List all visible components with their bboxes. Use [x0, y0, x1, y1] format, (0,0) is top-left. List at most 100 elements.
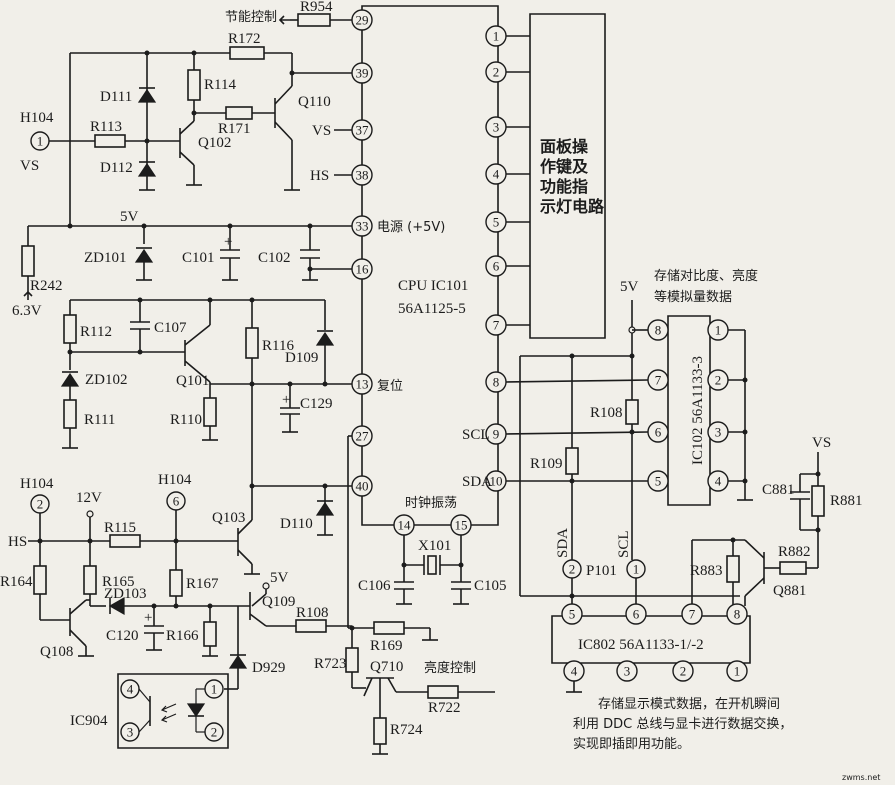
cpu-pin-38: 38: [356, 168, 369, 183]
ic802-label: IC802 56A1133-1/-2: [578, 637, 704, 653]
resistor-r112: [63, 314, 77, 344]
ic102-pin-7: 7: [655, 373, 662, 388]
r723-label: R723: [314, 656, 347, 672]
h104-label-a: H104: [20, 476, 54, 492]
brightness-label: 亮度控制: [424, 660, 476, 676]
resistor-r113: [94, 134, 126, 148]
sda-label: SDA: [462, 474, 492, 490]
c881-label: C881: [762, 482, 795, 498]
ic102-pin-2: 2: [715, 373, 722, 388]
6v3-label: 6.3V: [12, 303, 42, 319]
q108-label: Q108: [40, 644, 73, 660]
resistor-r883: [726, 555, 740, 583]
diode-d929: [228, 654, 248, 669]
cpu-pin-15: 15: [455, 518, 468, 533]
q103-label: Q103: [212, 510, 245, 526]
ic802-pin-7: 7: [689, 607, 696, 622]
x101-label: X101: [418, 538, 451, 554]
r110-label: R110: [170, 412, 202, 428]
resistor-r110: [203, 397, 217, 427]
cpu-title: CPU IC101: [398, 278, 468, 294]
vs-input-label: VS: [20, 158, 39, 174]
ic802-pin-5: 5: [569, 607, 576, 622]
r882-label: R882: [778, 544, 811, 560]
cpu-pin-3: 3: [493, 120, 500, 135]
resistor-r165: [83, 565, 97, 595]
eeprom-5v-label: 5V: [620, 279, 639, 295]
resistor-r114: [187, 69, 201, 101]
ic102-pin-3: 3: [715, 425, 722, 440]
zener-zd102: [60, 372, 80, 387]
panel-label-line3: 功能指: [540, 177, 588, 196]
resistor-r724: [373, 717, 387, 745]
zd102-label: ZD102: [85, 372, 128, 388]
r164-label: R164: [0, 574, 33, 590]
ic904-pin-2: 2: [211, 725, 218, 740]
r724-label: R724: [390, 722, 423, 738]
5v-q109-label: 5V: [270, 570, 289, 586]
zd101-label: ZD101: [84, 250, 127, 266]
r166-label: R166: [166, 628, 199, 644]
svg-text:6: 6: [173, 494, 180, 509]
resistor-r108: [295, 619, 327, 633]
vs-pin-label: VS: [312, 123, 331, 139]
p101-label: P101: [586, 563, 617, 579]
h104-label-top: H104: [20, 110, 54, 126]
r108-pullup-label: R108: [590, 405, 623, 421]
c129-label: C129: [300, 396, 333, 412]
ic802-pin-4: 4: [571, 664, 578, 679]
panel-label-line1: 面板操: [540, 137, 589, 156]
r115-label: R115: [104, 520, 136, 536]
diode-d112: [137, 162, 157, 177]
resistor-r722: [427, 685, 459, 699]
r114-label: R114: [204, 77, 236, 93]
cpu-pin-2: 2: [493, 65, 500, 80]
svg-text:2: 2: [37, 497, 44, 512]
cpu-pin-8: 8: [493, 375, 500, 390]
resistor-r881: [811, 485, 825, 517]
5v-label: 5V: [120, 209, 139, 225]
ddc-note-line2: 利用 DDC 总线与显卡进行数据交换，: [573, 716, 792, 732]
ddc-sda-label: SDA: [555, 528, 571, 558]
d111-label: D111: [100, 89, 132, 105]
r116-label: R116: [262, 338, 294, 354]
c101-label: C101: [182, 250, 215, 266]
panel-label-line4: 示灯电路: [540, 197, 605, 216]
ic802-pin-1: 1: [734, 664, 741, 679]
power-label: 电源 (+5V): [377, 220, 445, 235]
cpu-pin-10: 10: [490, 474, 503, 489]
ic802-pin-3: 3: [624, 664, 631, 679]
ic904-label: IC904: [70, 713, 108, 729]
ic102-pin-8: 8: [655, 323, 662, 338]
cpu-pin-13: 13: [356, 377, 369, 392]
ddc-note-line1: 存储显示模式数据，在开机瞬间: [598, 697, 780, 712]
cpu-pin-40: 40: [356, 479, 369, 494]
q881-label: Q881: [773, 583, 806, 599]
zener-zd101: [134, 248, 154, 263]
cpu-pin-29: 29: [356, 13, 369, 28]
c120-label: C120: [106, 628, 139, 644]
resistor-r111: [63, 399, 77, 429]
resistor-r882: [779, 561, 807, 575]
cpu-pin-16: 16: [356, 262, 370, 277]
cpu-pin-4: 4: [493, 167, 500, 182]
ddc-scl-label: SCL: [616, 530, 632, 558]
q101-label: Q101: [176, 373, 209, 389]
cpu-pin-39: 39: [356, 66, 369, 81]
resistor-r167: [169, 569, 183, 597]
r242-label: R242: [30, 278, 63, 294]
resistor-r169: [373, 621, 405, 635]
resistor-r723: [345, 647, 359, 673]
r109-label: R109: [530, 456, 563, 472]
ic802-pin-6: 6: [633, 607, 640, 622]
svg-text:+: +: [224, 234, 232, 250]
d929-label: D929: [252, 660, 285, 676]
cpu-pin-7: 7: [493, 318, 500, 333]
ic102-label: IC102 56A1133-3: [690, 356, 706, 465]
r881-label: R881: [830, 493, 863, 509]
c102-label: C102: [258, 250, 291, 266]
ic904-outline: [117, 673, 229, 749]
resistor-r108-pullup: [625, 399, 639, 425]
c105-label: C105: [474, 578, 507, 594]
